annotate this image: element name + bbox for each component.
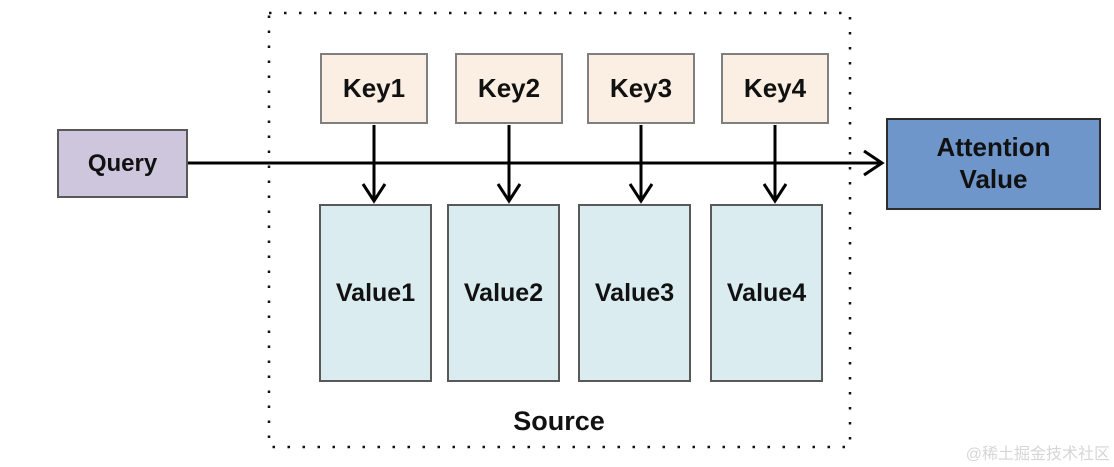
value2-box: Value2: [447, 204, 560, 382]
query-to-attention-arrow: [188, 149, 885, 177]
value1-box: Value1: [319, 204, 432, 382]
key2-box: Key2: [455, 53, 563, 124]
value4-box: Value4: [710, 204, 823, 382]
watermark-text: @稀土掘金技术社区: [965, 446, 1110, 463]
attention-value-box: Attention Value: [886, 118, 1101, 210]
key1-box: Key1: [320, 53, 428, 124]
key2-to-value2-arrow: [496, 125, 522, 204]
key4-box: Key4: [721, 53, 829, 124]
source-label: Source: [513, 406, 605, 436]
key3-box: Key3: [587, 53, 695, 124]
attention-value-label: Attention Value: [936, 132, 1051, 194]
value3-box: Value3: [578, 204, 691, 382]
key1-to-value1-arrow: [361, 125, 387, 204]
key3-to-value3-arrow: [628, 125, 654, 204]
query-box: Query: [57, 129, 188, 198]
key4-to-value4-arrow: [762, 125, 788, 204]
